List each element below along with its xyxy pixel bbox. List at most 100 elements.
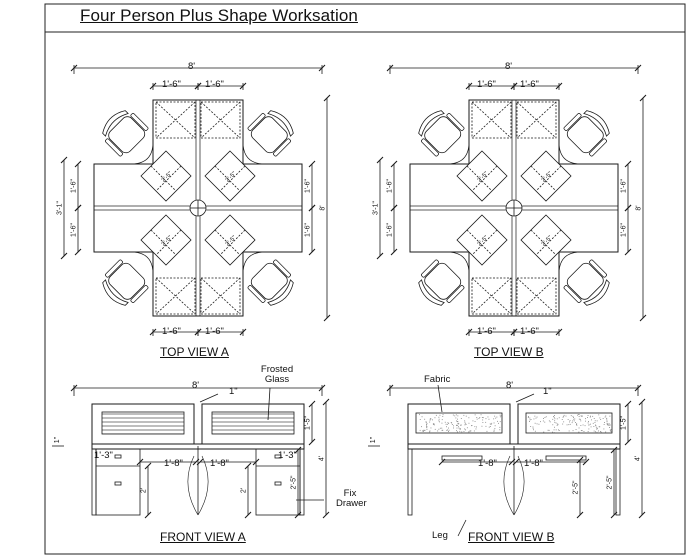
- fabric-dot: [581, 430, 583, 432]
- fabric-dot: [554, 415, 555, 416]
- chair-arm: [273, 138, 291, 157]
- fabric-dot: [439, 421, 440, 423]
- fabric-dot: [497, 420, 498, 422]
- fabric-dot: [576, 424, 578, 426]
- chair-arm: [589, 259, 607, 278]
- fabric-dot: [571, 422, 573, 424]
- chair-back: [267, 110, 294, 137]
- fabric-dot: [555, 422, 557, 424]
- dim-text: 2'-5": [573, 480, 580, 494]
- fabric-dot: [529, 421, 530, 422]
- dim-tick: [624, 160, 632, 168]
- fabric-panel: [415, 412, 503, 434]
- fabric-dot: [448, 423, 450, 424]
- front-view-b-drawing: 1'-5"4'2'-5"1"2'-5": [368, 384, 646, 537]
- fabric-dot: [465, 429, 466, 431]
- dim-tick: [308, 400, 316, 408]
- fabric-dot: [470, 430, 472, 432]
- fabric-dot: [464, 428, 466, 430]
- pedestal: [471, 101, 512, 139]
- dim-tick: [74, 160, 82, 168]
- fabric-dot: [426, 427, 428, 429]
- fabric-dot: [457, 423, 459, 425]
- fabric-dot: [468, 422, 470, 424]
- fabric-dot: [448, 427, 449, 429]
- fabric-dot: [588, 428, 590, 430]
- fabric-dot: [580, 425, 582, 426]
- chair-seat: [108, 262, 146, 300]
- fix-drawer: [255, 448, 301, 516]
- fabric-dot: [568, 430, 570, 432]
- fabric-dot: [442, 416, 444, 417]
- fabric-dot: [533, 429, 534, 431]
- top-view-a-drawing: 8'1'-6"1'-6"3'-1"1'-6"1'-6"2'-5"2'-5"2'-…: [57, 64, 331, 336]
- fabric-dot: [534, 422, 536, 424]
- fabric-dot: [460, 418, 462, 419]
- fabric-dot: [594, 422, 596, 423]
- fabric-dot: [553, 432, 555, 433]
- fabric-dot: [441, 419, 443, 421]
- chair-back: [102, 110, 129, 137]
- drawer-handle: [114, 454, 122, 459]
- chair-seat: [108, 116, 146, 154]
- fabric-dot: [587, 417, 588, 418]
- fabric-dot: [493, 430, 495, 432]
- dim-tick: [390, 204, 398, 212]
- leader: [267, 387, 271, 421]
- fabric-dot: [553, 416, 555, 418]
- fabric-dot: [554, 426, 555, 428]
- fabric-dot: [585, 420, 586, 422]
- fabric-dot: [579, 418, 581, 420]
- fabric-dot: [536, 416, 538, 418]
- fabric-dot: [554, 420, 556, 422]
- tray-dash: [150, 165, 177, 192]
- fabric-dot: [594, 420, 596, 422]
- chair-arm: [563, 285, 582, 303]
- fabric-dot: [542, 420, 544, 422]
- corner-tray: [140, 214, 192, 266]
- fabric-dot: [488, 418, 490, 420]
- fabric-dot: [426, 423, 427, 425]
- sheet-border: [44, 3, 686, 555]
- corner-tray: [204, 150, 256, 202]
- fabric-dot: [496, 416, 498, 418]
- fabric-dot: [476, 426, 477, 428]
- frosted-glass: [101, 411, 185, 435]
- fabric-dot: [419, 414, 420, 416]
- front-a-drawer-label: Fix Drawer: [336, 488, 367, 509]
- dim-text: 1'-6": [305, 179, 312, 193]
- fabric-dot: [481, 417, 483, 418]
- fabric-dot: [535, 417, 537, 419]
- fabric-dot: [561, 419, 563, 420]
- dim-tick: [294, 446, 302, 454]
- fabric-dot: [419, 429, 421, 431]
- dim-text: 1'-5": [305, 416, 312, 430]
- front-b-fabric-label: Fabric: [424, 374, 451, 385]
- tray-dash: [530, 165, 557, 192]
- fabric-dot: [464, 421, 466, 423]
- fabric-dot: [426, 424, 427, 426]
- dim-tick: [74, 248, 82, 256]
- pedestal: [200, 101, 241, 139]
- fabric-dot: [444, 421, 446, 423]
- fabric-dot: [547, 429, 549, 431]
- fabric-dot: [592, 415, 594, 417]
- top-a-panel-right: 1'-6": [205, 79, 224, 90]
- tray-dash: [219, 229, 246, 256]
- fabric-dot: [481, 425, 483, 427]
- chair-back: [102, 279, 129, 306]
- top-b-panel-left: 1'-6": [477, 79, 496, 90]
- drawer-handle: [274, 481, 282, 486]
- fabric-dot: [528, 416, 529, 417]
- fabric-dot: [456, 427, 458, 429]
- fabric-dot: [447, 422, 449, 424]
- fabric-dot: [446, 423, 448, 425]
- tray-dash: [155, 229, 182, 256]
- fabric-dot: [548, 429, 550, 431]
- fabric-dot: [588, 424, 590, 426]
- fabric-dot: [595, 431, 596, 433]
- pedestal-diag: [200, 101, 241, 139]
- fabric-dot: [433, 424, 435, 426]
- fabric-dot: [573, 417, 574, 418]
